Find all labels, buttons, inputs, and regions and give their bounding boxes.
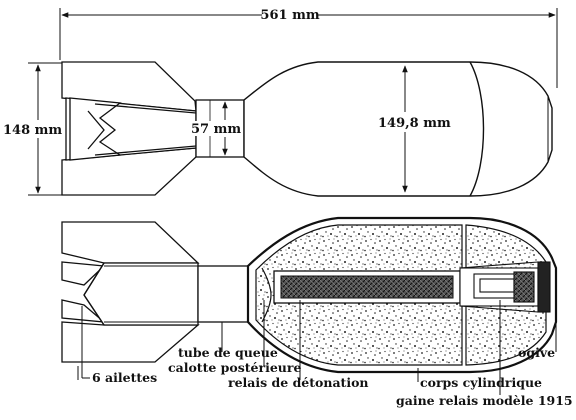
- cylindrical-body-label: corps cylindrique: [420, 375, 542, 390]
- detonation-relay: [280, 275, 454, 299]
- leader-lines: [77, 300, 557, 395]
- cross-section-view: tube de queue calotte postérieure relais…: [61, 216, 576, 408]
- overall-length-label: 561 mm: [260, 8, 319, 23]
- nose-label: ogive: [518, 345, 555, 360]
- rear-cap-label: calotte postérieure: [168, 360, 301, 375]
- tail-tube-dimension: 57 mm: [190, 101, 241, 156]
- tail-fins-section: [61, 221, 200, 363]
- body-diameter-label: 149,8 mm: [378, 116, 451, 131]
- relay-sheath-label: gaine relais modèle 1915 C: [396, 393, 576, 408]
- fin-span-label: 148 mm: [3, 123, 62, 138]
- tail-tube-label: tube de queue: [178, 345, 278, 360]
- fins-label: 6 ailettes: [92, 370, 157, 385]
- exterior-view: 561 mm 148 mm: [3, 6, 558, 197]
- bomb-body-exterior: [243, 61, 553, 197]
- tail-tube-diameter-label: 57 mm: [191, 122, 241, 137]
- relay-sheath: [459, 261, 551, 313]
- detonation-relay-label: relais de détonation: [228, 375, 369, 390]
- bomb-body-section: [246, 216, 558, 374]
- tail-fins-exterior: [61, 61, 197, 196]
- body-diameter-dimension: 149,8 mm: [378, 65, 451, 193]
- fin-span-dimension: 148 mm: [3, 62, 62, 196]
- overall-length-dimension: 561 mm: [59, 6, 558, 88]
